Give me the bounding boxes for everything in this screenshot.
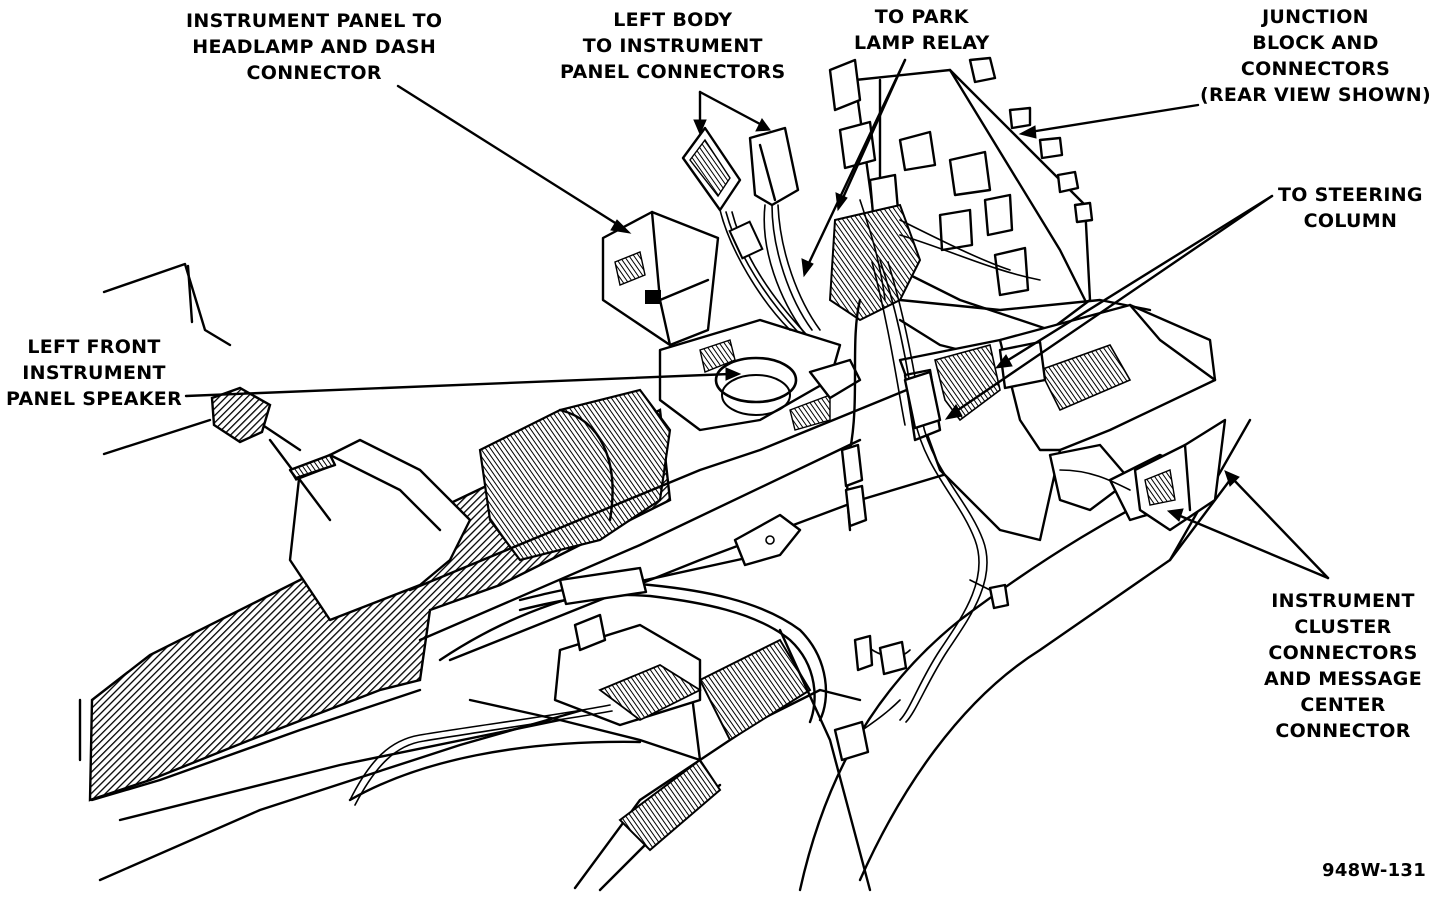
figure-number: 948W-131 — [1322, 860, 1427, 881]
label-headlamp-dash-connector: INSTRUMENT PANEL TO HEADLAMP AND DASH CO… — [186, 10, 443, 84]
wiring-harness — [349, 259, 1010, 806]
speaker — [658, 318, 862, 432]
junction-block — [828, 56, 1152, 362]
label-left-body-connectors: LEFT BODY TO INSTRUMENT PANEL CONNECTORS — [560, 9, 786, 83]
label-instrument-cluster-connectors: INSTRUMENT CLUSTER CONNECTORS AND MESSAG… — [1264, 590, 1422, 742]
label-left-front-speaker: LEFT FRONT INSTRUMENT PANEL SPEAKER — [6, 336, 183, 410]
instrument-cluster-connectors — [1059, 418, 1227, 532]
leader-lines — [184, 58, 1330, 580]
headlamp-dash-connector-block — [601, 210, 720, 347]
instrument-panel-body — [78, 262, 1252, 892]
label-steering-column: TO STEERING COLUMN — [1278, 184, 1423, 232]
label-junction-block: JUNCTION BLOCK AND CONNECTORS (REAR VIEW… — [1200, 6, 1431, 106]
label-park-lamp-relay: TO PARK LAMP RELAY — [854, 6, 990, 54]
left-body-connectors — [681, 126, 821, 335]
left-front-speaker-grille — [210, 386, 337, 480]
